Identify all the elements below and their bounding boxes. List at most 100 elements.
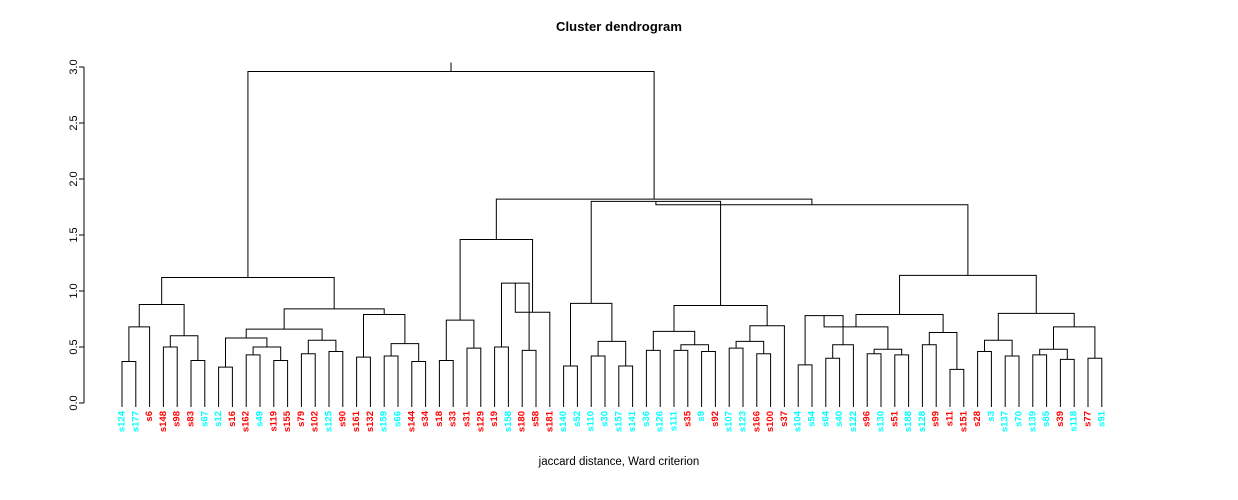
page-title: Cluster dendrogram: [555, 19, 683, 34]
leaf-label: s31: [462, 410, 473, 427]
y-axis: 0.00.51.01.52.02.53.0: [68, 59, 85, 411]
leaf-label: s188: [903, 411, 914, 432]
leaf-label: s166: [751, 411, 762, 432]
leaf-label: s162: [241, 411, 252, 432]
leaf-label: s11: [945, 410, 956, 426]
leaf-label: s30: [600, 411, 611, 427]
leaf-label: s96: [862, 411, 873, 427]
leaf-label: s123: [738, 411, 749, 432]
leaf-label: s144: [406, 410, 417, 432]
leaf-label: s161: [351, 410, 362, 432]
dendrogram-branch: [797, 364, 813, 403]
dendrogram-branch: [921, 344, 937, 403]
leaf-label: s129: [475, 411, 486, 432]
leaf-label: s159: [379, 411, 390, 432]
leaf-label: s130: [876, 411, 887, 432]
dendrogram-branch: [466, 347, 482, 403]
dendrogram-branch: [825, 357, 841, 403]
dendrogram-branch: [162, 346, 178, 403]
leaf-label: s90: [337, 411, 348, 427]
dendrogram-branch: [1039, 348, 1068, 360]
leaf-label: s126: [655, 411, 666, 432]
leaf-label: s151: [958, 410, 969, 432]
leaf-label: s79: [296, 411, 307, 427]
leaf-label: s122: [848, 411, 859, 432]
leaf-label: s3: [986, 411, 997, 422]
dendrogram-branch: [701, 350, 716, 403]
leaf-label: s39: [1055, 411, 1066, 427]
leaf-label: s92: [710, 411, 721, 427]
dendrogram-branch: [749, 325, 785, 403]
y-axis-tick-label: 3.0: [68, 59, 80, 74]
dendrogram-branch: [1053, 326, 1096, 359]
leaf-label: s125: [324, 410, 335, 432]
dendrogram-branch: [190, 359, 206, 403]
dendrogram-branch: [218, 366, 233, 403]
dendrogram-branches: [121, 62, 1103, 403]
leaf-label: s37: [779, 411, 790, 427]
leaf-label: s51: [889, 410, 900, 427]
dendrogram-branch: [128, 326, 151, 403]
leaf-label: s128: [917, 411, 928, 432]
leaf-label: s132: [365, 411, 376, 432]
leaf-label: s58: [531, 411, 542, 427]
leaf-label: s36: [641, 411, 652, 427]
leaf-label: s102: [310, 411, 321, 432]
dendrogram-branch: [247, 70, 655, 278]
dendrogram-branch: [590, 355, 606, 403]
leaf-label: s140: [558, 411, 569, 432]
dendrogram-branch: [445, 319, 475, 361]
leaf-label: s100: [765, 411, 776, 432]
dendrogram-branch: [855, 314, 944, 333]
dendrogram-branch: [383, 355, 399, 403]
dendrogram-branch: [984, 339, 1013, 356]
leaf-label: s158: [503, 411, 514, 432]
dendrogram-branch: [728, 347, 744, 403]
leaf-label: s104: [793, 410, 804, 432]
dendrogram-branch: [563, 365, 578, 403]
leaf-label: s124: [117, 410, 128, 432]
leaf-label: s34: [420, 410, 431, 427]
leaf-label: s110: [586, 411, 597, 432]
leaf-label: s148: [158, 411, 169, 432]
y-axis-tick-label: 1.0: [68, 283, 80, 298]
y-axis-tick-label: 2.5: [68, 115, 80, 130]
leaf-label: s16: [227, 411, 238, 427]
leaf-label: s141: [627, 410, 638, 432]
dendrogram-branch: [597, 340, 627, 367]
leaf-label: s77: [1083, 411, 1094, 427]
leaf-label: s119: [268, 411, 279, 432]
dendrogram-branch: [363, 314, 406, 358]
leaf-label: s6: [144, 411, 155, 422]
dendrogram-branch: [300, 353, 316, 403]
dendrogram-branch: [356, 356, 371, 403]
dendrogram-branch: [756, 353, 772, 403]
dendrogram-branch: [645, 349, 661, 403]
dendrogram-branch: [866, 353, 882, 403]
leaf-label: s67: [199, 411, 210, 427]
x-axis-caption: jaccard distance, Ward criterion: [538, 456, 700, 468]
leaf-label: s49: [255, 411, 266, 427]
leaf-label: s85: [1041, 410, 1052, 427]
y-axis-tick-label: 1.5: [68, 227, 80, 242]
leaf-label: s155: [282, 410, 293, 432]
dendrogram-branch: [390, 343, 420, 362]
y-axis-tick-label: 0.0: [68, 395, 80, 410]
leaf-label: s52: [572, 411, 583, 427]
leaf-label: s40: [834, 411, 845, 427]
dendrogram-branch: [438, 359, 454, 403]
leaf-label: s180: [517, 411, 528, 432]
dendrogram-branch: [459, 238, 534, 321]
dendrogram-branch: [832, 344, 854, 403]
dendrogram-branch: [1004, 355, 1020, 403]
dendrogram-branch: [169, 335, 199, 361]
leaf-label: s70: [1014, 411, 1025, 427]
leaf-label: s18: [434, 411, 445, 427]
dendrogram-branch: [494, 346, 509, 403]
dendrogram-branch: [977, 350, 992, 403]
leaf-label: s19: [489, 411, 500, 427]
leaf-label: s177: [130, 411, 141, 432]
